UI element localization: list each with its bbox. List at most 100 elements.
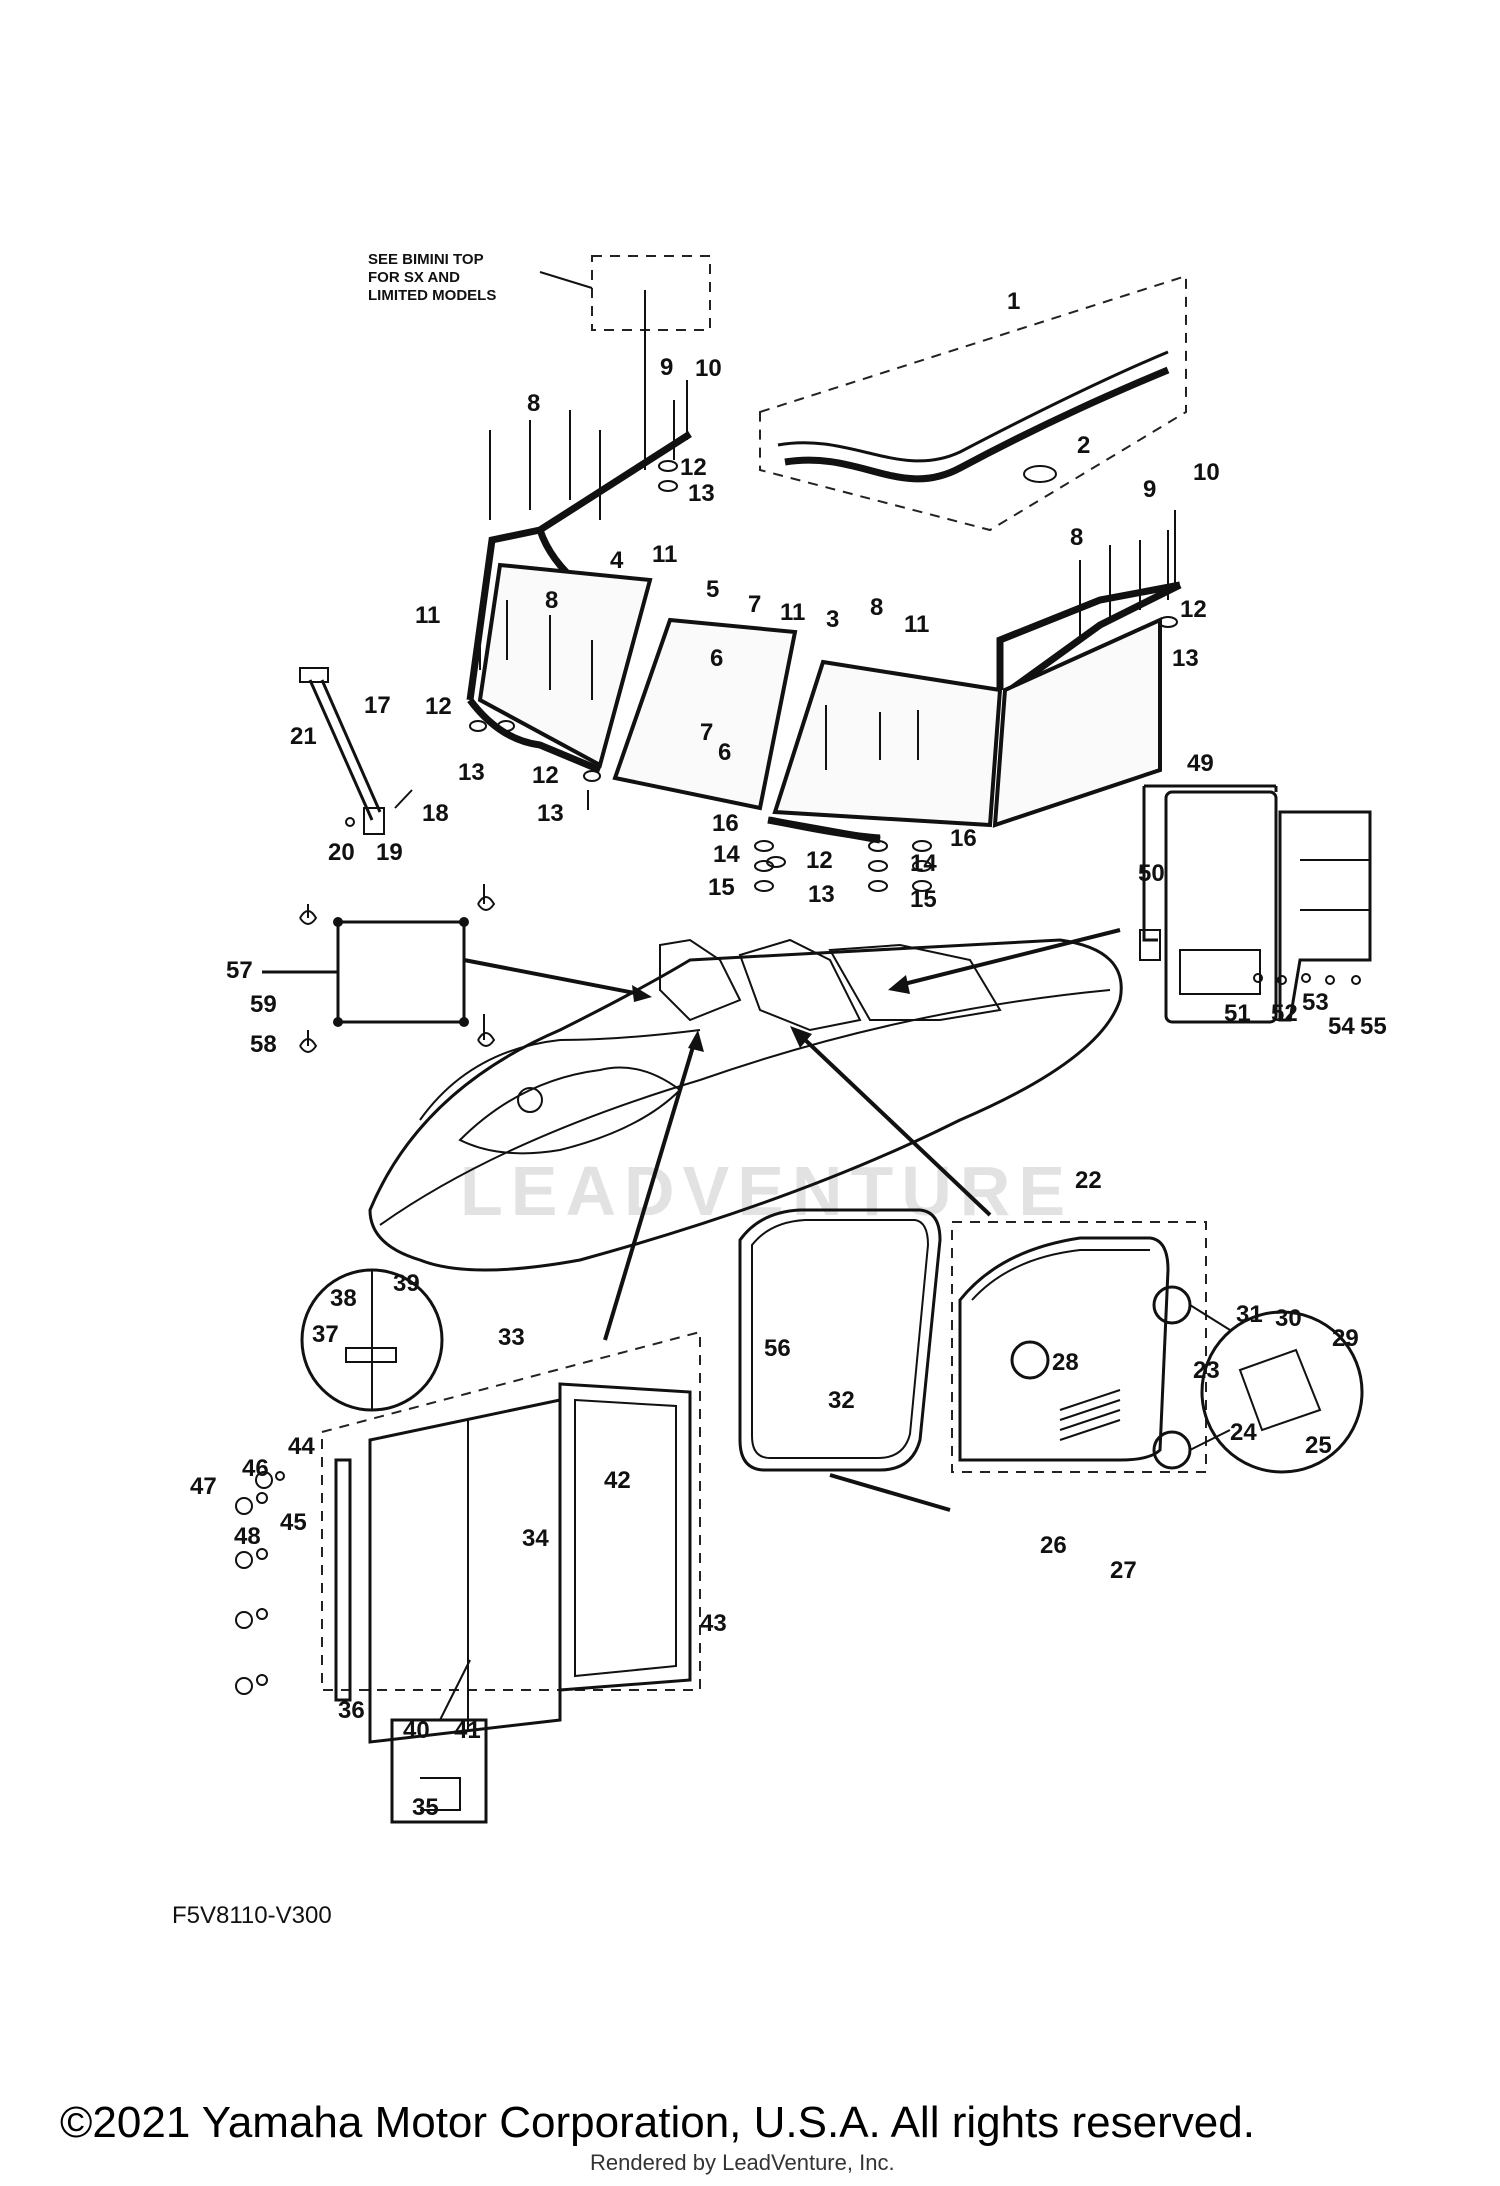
side-panel-vents: [1059, 1389, 1121, 1441]
support-rod: [308, 679, 374, 821]
callout-41: 41: [454, 1717, 481, 1744]
callout-51: 51: [1224, 1000, 1251, 1027]
arrow-56-to-22: [829, 1473, 951, 1512]
callout-16: 16: [950, 825, 977, 852]
callout-18: 18: [422, 800, 449, 827]
fastener-pins: [479, 380, 1176, 810]
door-assembly-box-33: [321, 1330, 701, 1691]
callout-12: 12: [532, 762, 559, 789]
diagram-part-code: F5V8110-V300: [172, 1902, 332, 1929]
detail-circle-23-31: [1200, 1310, 1364, 1474]
arrow-33-to-boat: [603, 1039, 697, 1341]
callout-11: 11: [780, 599, 805, 626]
storage-lid-49: [1164, 790, 1278, 1024]
callout-5: 5: [706, 576, 719, 603]
boat-windshield-left: [659, 938, 742, 1022]
windshield-glass-5: [612, 617, 798, 811]
side-panel-box-22: [951, 1221, 1207, 1473]
callout-22: 22: [1075, 1167, 1102, 1194]
callout-19: 19: [376, 839, 403, 866]
callout-56: 56: [764, 1335, 791, 1362]
wing-nuts: [299, 884, 496, 1053]
hinge-50: [1139, 929, 1161, 961]
callout-39: 39: [393, 1270, 420, 1297]
callout-3: 3: [826, 606, 839, 633]
callout-4: 4: [610, 547, 624, 574]
side-panel-22: [958, 1236, 1170, 1462]
trim-clip: [1023, 465, 1057, 483]
windshield-center-base-2: [769, 816, 881, 842]
boat-windshield-center: [738, 938, 862, 1032]
callout-25: 25: [1305, 1432, 1332, 1459]
arrow-57-to-boat: [463, 958, 646, 997]
windshield-right-frame: [996, 581, 1181, 690]
door-panel: [368, 1398, 562, 1744]
boat-windshield-right: [828, 943, 1002, 1021]
windshield-right-header: [1007, 581, 1182, 693]
callout-29: 29: [1332, 1325, 1359, 1352]
panel-mount-upper: [1152, 1285, 1192, 1325]
callout-32: 32: [828, 1387, 855, 1414]
callout-54: 54: [1328, 1013, 1355, 1040]
cover-panel-57: [336, 920, 466, 1024]
callout-11: 11: [904, 611, 929, 638]
bimini-note-leader: [539, 271, 593, 289]
bimini-note-line-3: LIMITED MODELS: [368, 287, 496, 304]
door-fasteners: [235, 1471, 285, 1695]
callout-43: 43: [700, 1610, 727, 1637]
callout-30: 30: [1275, 1305, 1302, 1332]
callout-52: 52: [1271, 1000, 1298, 1027]
door-seal-36: [334, 1458, 352, 1702]
callout-6: 6: [718, 739, 731, 766]
callout-13: 13: [1172, 645, 1199, 672]
callout-11: 11: [415, 602, 440, 629]
callout-20: 20: [328, 839, 355, 866]
callout-38: 38: [330, 1285, 357, 1312]
callout-46: 46: [242, 1455, 269, 1482]
callout-53: 53: [1302, 989, 1329, 1016]
storage-box: [1278, 810, 1372, 1022]
callout-34: 34: [522, 1525, 549, 1552]
callout-40: 40: [403, 1717, 430, 1744]
windshield-left-base: [467, 697, 602, 774]
bimini-note-line-1: SEE BIMINI TOP: [368, 251, 484, 268]
callout-31: 31: [1236, 1301, 1263, 1328]
callout-13: 13: [537, 800, 564, 827]
callout-16: 16: [712, 810, 739, 837]
callout-48: 48: [234, 1523, 261, 1550]
callout-14: 14: [713, 841, 740, 868]
callout-42: 42: [604, 1467, 631, 1494]
boat-cockpit: [458, 1066, 682, 1155]
callout-14: 14: [910, 850, 937, 877]
callout-8: 8: [870, 594, 883, 621]
callout-45: 45: [280, 1509, 307, 1536]
boat-speaker: [517, 1087, 543, 1113]
callout-36: 36: [338, 1697, 365, 1724]
callout-13: 13: [688, 480, 715, 507]
arrow-22-to-boat: [798, 1033, 992, 1217]
callout-28: 28: [1052, 1349, 1079, 1376]
callout-37: 37: [312, 1321, 339, 1348]
callout-27: 27: [1110, 1557, 1137, 1584]
callout-13: 13: [808, 881, 835, 908]
callout-6: 6: [710, 645, 723, 672]
side-panel-speaker-28: [1010, 1340, 1050, 1380]
callout-55: 55: [1360, 1013, 1387, 1040]
rod-bracket: [299, 667, 329, 683]
windshield-glass-right: [992, 616, 1162, 828]
callout-57: 57: [226, 957, 253, 984]
callout-9: 9: [1143, 476, 1156, 503]
trim-molding-upper: [777, 350, 1169, 463]
bimini-note-line-2: FOR SX AND: [368, 269, 460, 286]
callout-35: 35: [412, 1794, 439, 1821]
callout-8: 8: [527, 390, 540, 417]
washers-nuts: [469, 460, 1178, 892]
callout-7: 7: [748, 591, 761, 618]
arrow-49-to-boat: [899, 928, 1121, 987]
boat-hull: [368, 938, 1123, 1272]
callout-59: 59: [250, 991, 277, 1018]
callout-11: 11: [652, 541, 677, 568]
copyright-notice: ©2021 Yamaha Motor Corporation, U.S.A. A…: [60, 2098, 1255, 2147]
callout-labels: 1 2 3 4 5 6 6 7 7 8 8 8 8 9 9 10 10 11 1…: [190, 288, 1387, 1821]
